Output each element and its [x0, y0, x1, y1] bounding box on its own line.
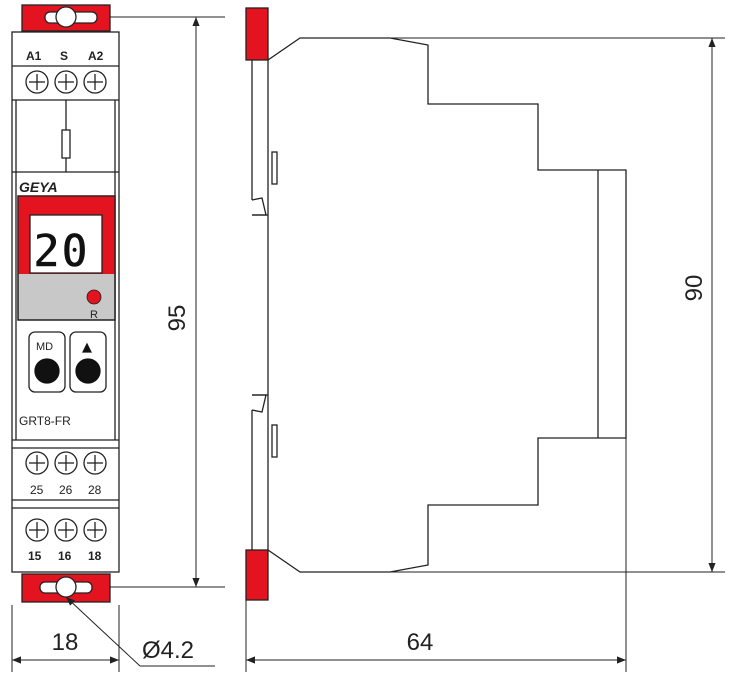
mid-screws — [25, 451, 107, 475]
terminal-label-15: 15 — [28, 549, 42, 563]
side-view — [245, 7, 627, 601]
mode-button-label: MD — [36, 341, 53, 353]
indicator-led — [86, 289, 102, 305]
bottom-screws — [25, 518, 107, 542]
up-button-label: ▲ — [82, 340, 92, 355]
terminal-label-28: 28 — [88, 483, 102, 497]
terminal-label-a2: A2 — [88, 49, 104, 63]
side-profile — [267, 37, 627, 573]
display-value: 20 — [33, 224, 88, 278]
dim-hole-diameter: Ø4.2 — [142, 637, 194, 664]
brand-logo: GEYA — [19, 179, 58, 195]
dim-height-overall: 95 — [164, 305, 191, 332]
mode-button[interactable] — [34, 358, 60, 384]
terminal-label-18: 18 — [88, 549, 102, 563]
dim-depth: 64 — [407, 629, 434, 656]
terminal-label-a1: A1 — [26, 49, 42, 63]
model-label: GRT8-FR — [19, 414, 71, 428]
top-screws — [25, 70, 107, 94]
terminal-label-s: S — [60, 49, 68, 63]
front-dimension-lines — [11, 16, 225, 672]
terminal-label-26: 26 — [59, 483, 73, 497]
indicator-label: R — [90, 309, 98, 321]
terminal-label-25: 25 — [30, 483, 44, 497]
side-bottom-clip — [245, 549, 269, 601]
side-top-clip — [245, 7, 269, 61]
up-button[interactable] — [75, 358, 101, 384]
front-view — [11, 4, 120, 603]
side-dimension-lines — [245, 37, 725, 672]
terminal-label-16: 16 — [58, 549, 72, 563]
lcd-screen — [29, 214, 103, 274]
dim-width-front: 18 — [52, 629, 79, 656]
dim-height-body: 90 — [681, 275, 708, 302]
